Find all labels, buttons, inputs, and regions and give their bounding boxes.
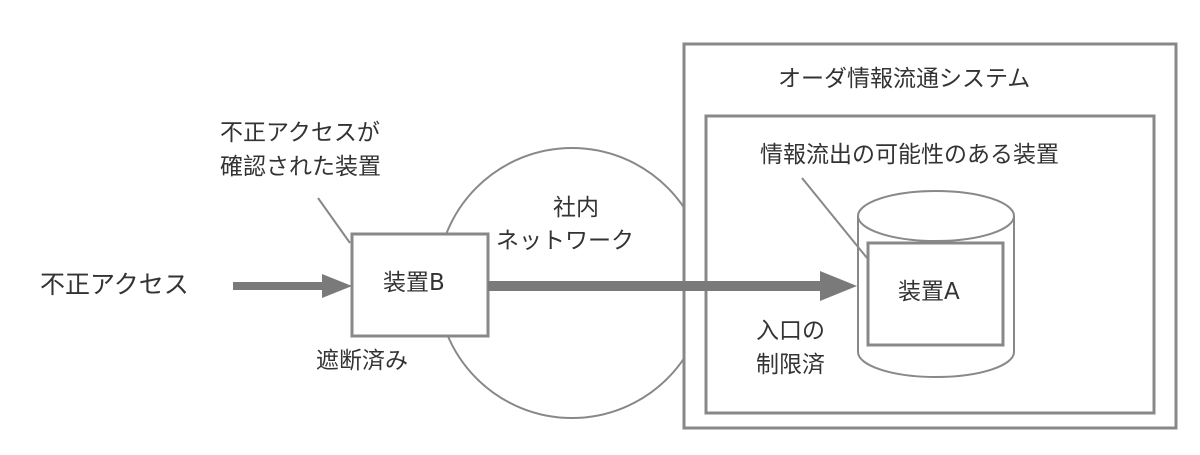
device-a-label: 装置A (898, 279, 960, 305)
network-label-2: ネットワーク (496, 228, 634, 254)
network-label-1: 社内 (553, 195, 599, 221)
confirmed-device-label-1: 不正アクセスが (220, 120, 380, 146)
confirmed-device-label-2: 確認された装置 (220, 154, 381, 180)
entrance-label-2: 制限済 (756, 352, 825, 378)
leader-line-device-b (317, 197, 351, 244)
device-a-box (866, 241, 1005, 347)
network-arrow (488, 271, 857, 301)
blocked-label: 遮断済み (316, 348, 408, 374)
leader-line-device-a (801, 177, 868, 259)
unauthorized-access-label: 不正アクセス (40, 270, 189, 299)
entrance-label-1: 入口の (756, 318, 825, 344)
system-title: オーダ情報流通システム (778, 66, 1031, 92)
access-arrow (233, 274, 352, 298)
device-b-box (350, 232, 490, 338)
device-b-label: 装置B (383, 270, 445, 296)
leak-device-label: 情報流出の可能性のある装置 (760, 142, 1059, 168)
